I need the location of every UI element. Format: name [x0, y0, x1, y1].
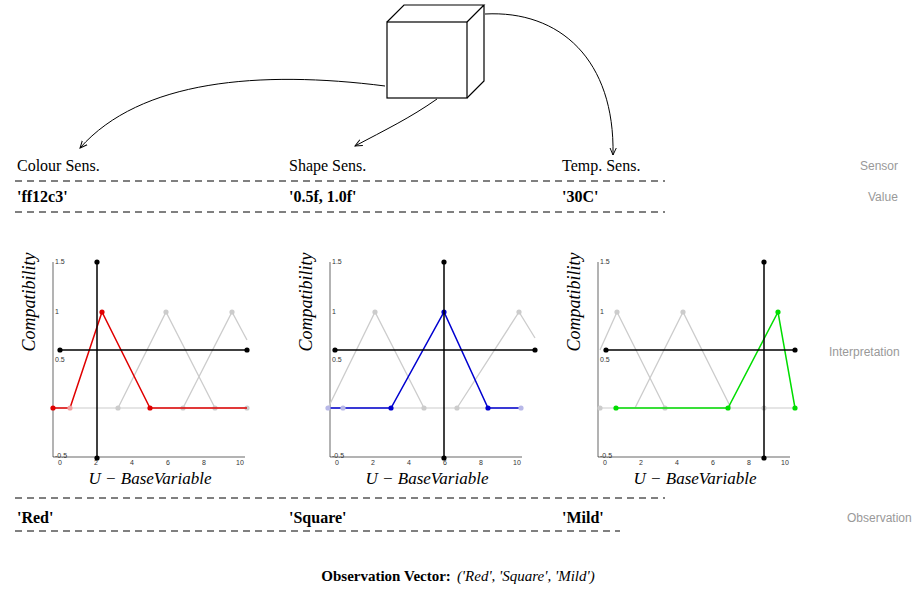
membership-chart	[325, 259, 537, 460]
sensor-name: Shape Sens.	[289, 157, 366, 175]
sensor-value: '30C'	[562, 188, 598, 206]
observation-value: 'Red'	[17, 509, 53, 527]
tick-label: 0	[58, 459, 62, 467]
sensor-name: Colour Sens.	[17, 157, 100, 175]
tick-label: 4	[130, 459, 134, 467]
tick-label: 10	[236, 459, 244, 467]
tick-label: 1.5	[332, 258, 342, 266]
tick-label: 6	[443, 459, 447, 467]
tick-label: 1	[55, 308, 59, 316]
row-heading: Sensor	[860, 160, 898, 173]
tick-label: 0	[335, 459, 339, 467]
tick-label: 8	[747, 459, 751, 467]
tick-label: 1	[332, 308, 336, 316]
observation-vector: ('Red', 'Square', 'Mild')	[457, 568, 595, 585]
tick-label: 6	[166, 459, 170, 467]
row-heading: Value	[868, 191, 898, 204]
tick-label: 4	[407, 459, 411, 467]
tick-label: -0.5	[600, 452, 612, 460]
caption: Observation Vector:	[321, 568, 451, 585]
row-heading: Interpretation	[829, 346, 900, 359]
tick-label: 8	[202, 459, 206, 467]
sensor-value: 'ff12c3'	[17, 188, 68, 206]
tick-label: 8	[479, 459, 483, 467]
tick-label: 6	[711, 459, 715, 467]
membership-chart	[50, 259, 249, 460]
tick-label: 1.5	[600, 258, 610, 266]
tick-label: 10	[781, 459, 789, 467]
row-separators	[15, 181, 665, 531]
tick-label: 4	[675, 459, 679, 467]
tick-label: -0.5	[332, 452, 344, 460]
tick-label: 0.5	[600, 356, 610, 364]
tick-label: 2	[94, 459, 98, 467]
cube	[387, 5, 484, 98]
sensor-arrows	[80, 14, 613, 155]
axis-title: Compatibility	[565, 253, 585, 352]
tick-label: 0.5	[332, 356, 342, 364]
tick-label: -0.5	[55, 452, 67, 460]
tick-label: 1	[600, 308, 604, 316]
axis-title: U − BaseVariable	[634, 470, 757, 489]
tick-label: 10	[513, 459, 521, 467]
tick-label: 2	[371, 459, 375, 467]
axis-title: U − BaseVariable	[366, 470, 489, 489]
axis-title: Compatibility	[297, 253, 317, 352]
axis-title: Compatibility	[20, 253, 40, 352]
sensor-name: Temp. Sens.	[562, 157, 640, 175]
row-heading: Observation	[847, 512, 912, 525]
tick-label: 1.5	[55, 258, 65, 266]
axis-title: U − BaseVariable	[89, 470, 212, 489]
tick-label: 0.5	[55, 356, 65, 364]
sensor-value: '0.5f, 1.0f'	[289, 188, 357, 206]
observation-value: 'Mild'	[562, 509, 604, 527]
tick-label: 0	[603, 459, 607, 467]
tick-label: 2	[639, 459, 643, 467]
membership-chart	[597, 259, 797, 460]
observation-value: 'Square'	[289, 509, 347, 527]
